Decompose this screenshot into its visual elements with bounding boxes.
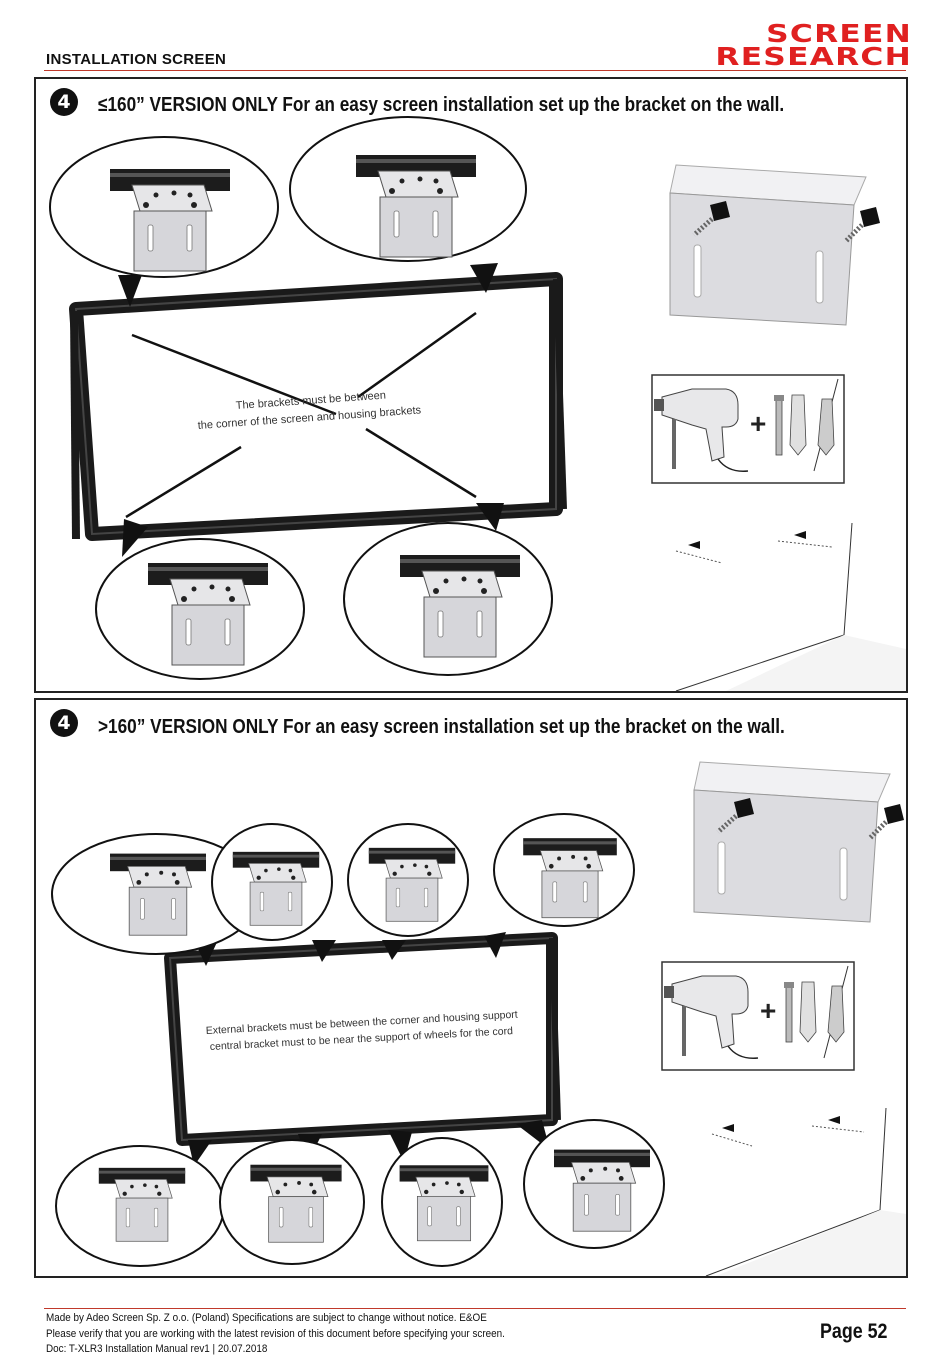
section-title: INSTALLATION SCREEN: [46, 51, 227, 68]
arrow-left-icon: [711, 1116, 865, 1147]
header-rule: [44, 70, 906, 71]
zoom-detail-bottom-left: [95, 519, 305, 680]
arrow-left-icon: [675, 531, 833, 564]
bracket-note-line-2: the corner of the screen and housing bra…: [197, 404, 422, 432]
step-instruction: ≤160” VERSION ONLY For an easy screen in…: [98, 94, 785, 116]
zoom-detail-top-right: [289, 116, 527, 293]
bracket-installation-diagram: External brackets must be between the co…: [51, 700, 906, 1276]
zoom-detail-top-4: [484, 813, 635, 958]
step-instruction: >160” VERSION ONLY For an easy screen in…: [98, 716, 785, 738]
logo-line-1: SCREEN: [766, 19, 912, 48]
screen-research-logo: SCREEN RESEARCH: [700, 21, 912, 74]
zoom-detail-top-1: [51, 833, 261, 966]
footer-text: Made by Adeo Screen Sp. Z o.o. (Poland) …: [46, 1311, 505, 1358]
bracket-installation-diagram: + The brackets must be between the c: [49, 116, 906, 691]
footer-line-3: Doc: T-XLR3 Installation Manual rev1 | 2…: [46, 1343, 268, 1355]
logo-line-2: RESEARCH: [715, 42, 912, 71]
zoom-detail-top-left: [49, 136, 279, 307]
step-number-badge: 4: [50, 709, 78, 737]
zoom-detail-bottom-2: [219, 1134, 365, 1265]
step-number-badge: 4: [50, 88, 78, 116]
footer-line-1: Made by Adeo Screen Sp. Z o.o. (Poland) …: [46, 1312, 487, 1324]
footer-line-2: Please verify that you are working with …: [46, 1327, 505, 1340]
footer-rule: [44, 1308, 906, 1309]
zoom-detail-bottom-1: [55, 1140, 225, 1267]
zoom-detail-top-3: [347, 823, 469, 960]
page-number: Page 52: [820, 1320, 888, 1343]
zoom-detail-bottom-3: [381, 1130, 503, 1267]
step-panel-small-version: 4 ≤160” VERSION ONLY For an easy screen …: [34, 77, 908, 693]
step-panel-large-version: 4 >160” VERSION ONLY For an easy screen …: [34, 698, 908, 1278]
zoom-detail-bottom-right: [343, 503, 553, 676]
zoom-detail-top-2: [211, 823, 336, 962]
zoom-detail-bottom-4: [516, 1119, 665, 1249]
